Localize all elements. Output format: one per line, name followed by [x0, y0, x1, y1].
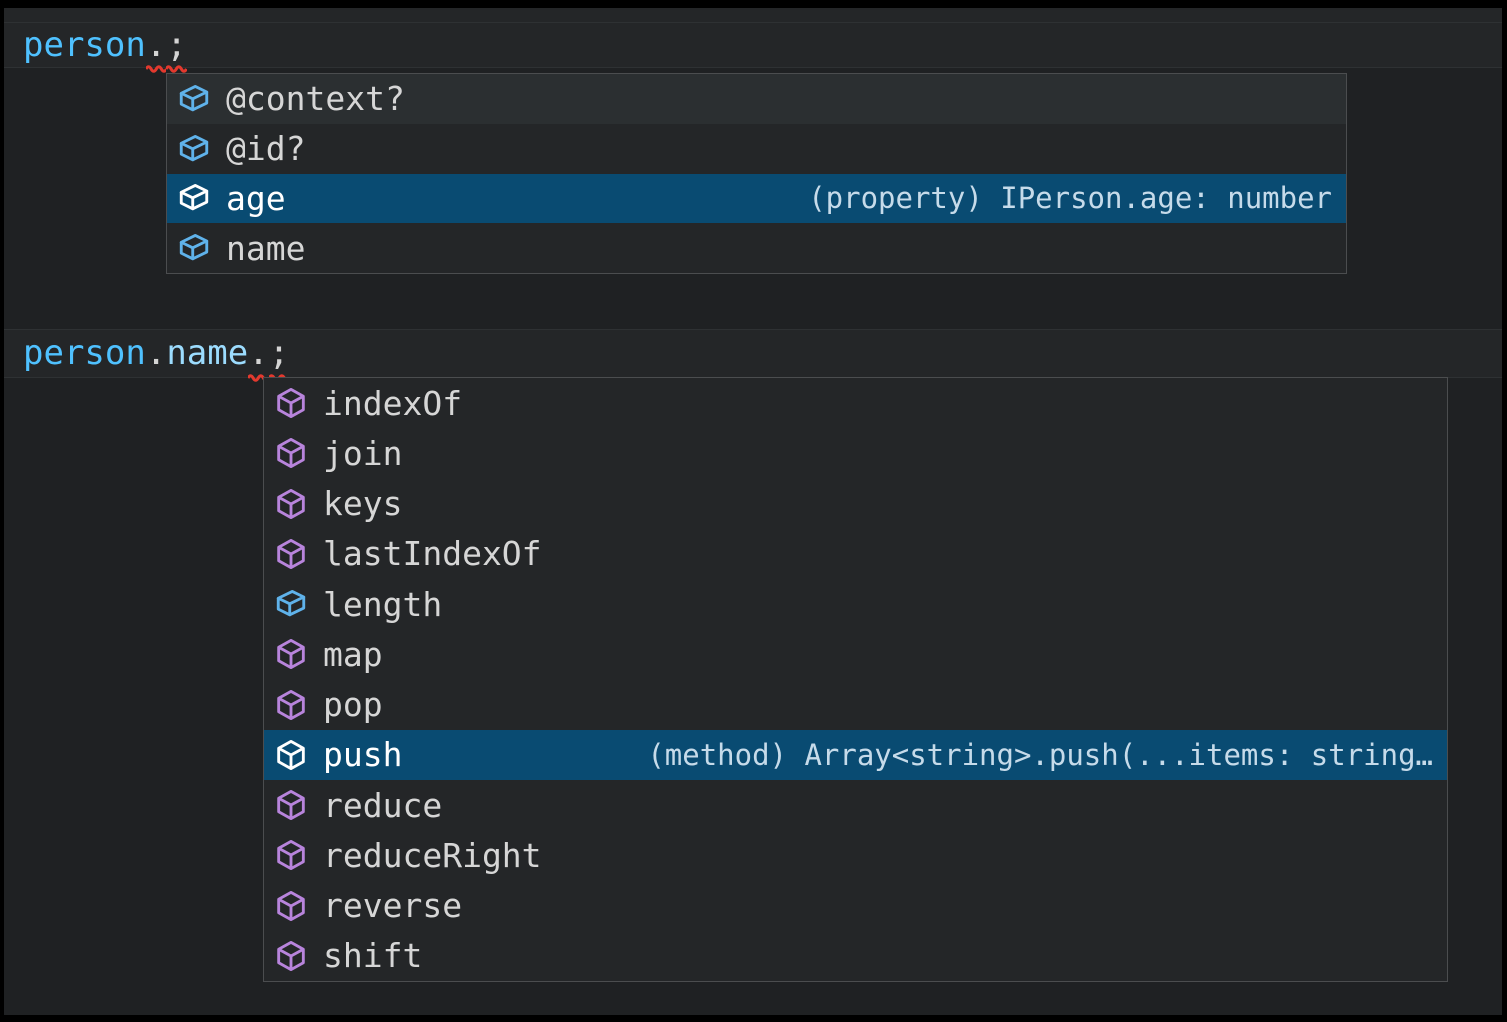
suggestion-item-reduce[interactable]: reduce	[264, 780, 1447, 830]
suggestion-item-lastindexof[interactable]: lastIndexOf	[264, 529, 1447, 579]
suggestion-label: keys	[323, 484, 403, 524]
suggestion-label: lastIndexOf	[323, 534, 542, 574]
suggestion-label: name	[226, 228, 306, 268]
method-icon	[274, 537, 308, 571]
suggestion-label: @context?	[226, 79, 405, 119]
suggestion-label: pop	[323, 685, 383, 725]
suggestion-label: length	[323, 584, 443, 624]
method-icon	[274, 688, 308, 722]
dot-token-error: .	[248, 330, 269, 382]
current-line-highlight-2	[4, 329, 1502, 378]
suggestion-item-indexof[interactable]: indexOf	[264, 378, 1447, 428]
method-icon	[274, 939, 308, 973]
suggestion-item-reverse[interactable]: reverse	[264, 881, 1447, 931]
editor-band-top	[4, 8, 1502, 23]
dot-token-error: .	[145, 23, 167, 73]
property-token: name	[166, 333, 249, 373]
suggestion-item-context[interactable]: @context?	[167, 74, 1346, 124]
suggestion-label: join	[323, 433, 403, 473]
field-icon	[177, 82, 211, 116]
method-icon	[274, 838, 308, 872]
variable-token: person	[23, 25, 146, 65]
suggestion-item-map[interactable]: map	[264, 629, 1447, 679]
method-icon	[274, 386, 308, 420]
field-icon	[274, 587, 308, 621]
field-icon	[177, 181, 211, 215]
error-squiggle	[145, 65, 167, 73]
suggestion-label: reduceRight	[323, 835, 542, 875]
method-icon	[274, 436, 308, 470]
suggestion-label: push	[323, 735, 403, 775]
completion-detail: (method) Array<string>.push(...items: st…	[647, 737, 1433, 772]
suggestion-item-join[interactable]: join	[264, 428, 1447, 478]
current-line-highlight-1	[4, 23, 1502, 68]
suggestion-item-pop[interactable]: pop	[264, 680, 1447, 730]
intellisense-popup-string: indexOf join keys lastIndexOf	[263, 377, 1448, 982]
semicolon-token-error: ;	[166, 23, 187, 73]
code-line-person-name[interactable]: person.name.;	[23, 330, 290, 382]
method-icon	[274, 637, 308, 671]
method-icon	[274, 738, 308, 772]
suggestion-item-reduceright[interactable]: reduceRight	[264, 830, 1447, 880]
suggestion-item-keys[interactable]: keys	[264, 479, 1447, 529]
method-icon	[274, 889, 308, 923]
suggestion-item-shift[interactable]: shift	[264, 931, 1447, 981]
suggestion-label: indexOf	[323, 383, 463, 423]
suggestion-item-push[interactable]: push (method) Array<string>.push(...item…	[264, 729, 1447, 780]
method-icon	[274, 788, 308, 822]
error-squiggle	[166, 65, 187, 73]
suggestion-label: map	[323, 634, 383, 674]
field-icon	[177, 132, 211, 166]
dot-token: .	[145, 333, 167, 373]
suggestion-item-name[interactable]: name	[167, 223, 1346, 273]
method-icon	[274, 487, 308, 521]
code-line-person[interactable]: person.;	[23, 23, 187, 73]
code-editor[interactable]: person.; @context? @id? age (property) I…	[4, 8, 1502, 1015]
suggestion-item-length[interactable]: length	[264, 579, 1447, 629]
suggestion-label: @id?	[226, 129, 306, 169]
suggestion-label: age	[226, 178, 286, 218]
suggestion-label: reduce	[323, 785, 443, 825]
suggestion-label: shift	[323, 936, 423, 976]
semicolon-token-error: ;	[268, 330, 290, 382]
suggestion-item-id[interactable]: @id?	[167, 124, 1346, 174]
field-icon	[177, 231, 211, 265]
completion-detail: (property) IPerson.age: number	[808, 181, 1332, 216]
intellisense-popup-person: @context? @id? age (property) IPerson.ag…	[166, 73, 1347, 274]
variable-token: person	[23, 333, 146, 373]
suggestion-label: reverse	[323, 886, 463, 926]
suggestion-item-age[interactable]: age (property) IPerson.age: number	[167, 173, 1346, 224]
